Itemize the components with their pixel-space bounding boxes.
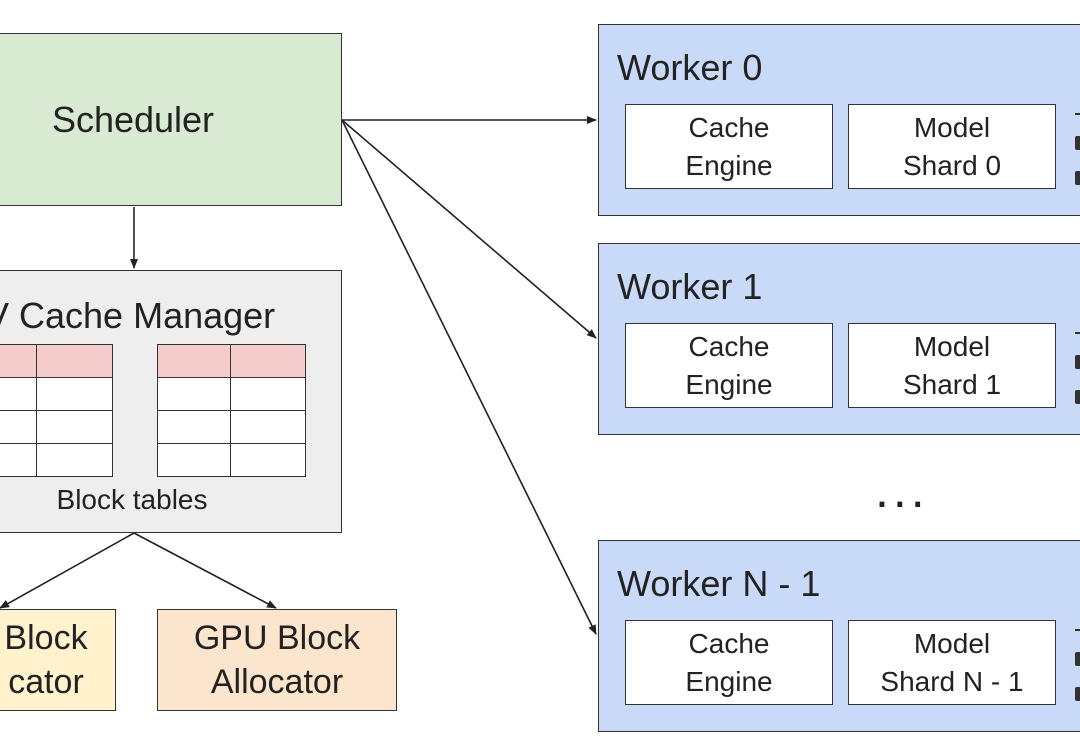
worker-box-n-minus-1: Worker N - 1 Cache Engine Model Shard N …: [598, 540, 1080, 732]
scheduler-label: Scheduler: [51, 98, 215, 140]
cpu-block-allocator-box: Block cator: [0, 609, 116, 711]
model-shard-line1: Model: [913, 111, 991, 143]
clipped-mark: [1075, 332, 1080, 334]
model-shard-box: Model Shard 0: [848, 104, 1056, 189]
clipped-mark: [1075, 171, 1080, 185]
model-shard-line2: Shard 1: [902, 368, 1002, 400]
cache-engine-box: Cache Engine: [625, 323, 833, 408]
model-shard-box: Model Shard 1: [848, 323, 1056, 408]
clipped-mark: [1075, 629, 1080, 631]
cache-engine-line1: Cache: [688, 330, 770, 362]
cache-engine-line1: Cache: [688, 627, 770, 659]
model-shard-box: Model Shard N - 1: [848, 620, 1056, 705]
worker-box-1: Worker 1 Cache Engine Model Shard 1: [598, 243, 1080, 435]
ellipsis: ...: [875, 462, 929, 518]
block-table-left: [0, 344, 113, 477]
model-shard-line1: Model: [913, 330, 991, 362]
cpu-allocator-line1: Block: [4, 619, 88, 657]
worker-box-0: Worker 0 Cache Engine Model Shard 0: [598, 24, 1080, 216]
cache-engine-line1: Cache: [688, 111, 770, 143]
block-table-right: [157, 344, 306, 477]
clipped-mark: [1075, 652, 1080, 666]
block-tables-caption: Block tables: [56, 484, 208, 515]
cpu-allocator-line2: cator: [8, 663, 84, 701]
gpu-block-allocator-box: GPU Block Allocator: [157, 609, 397, 711]
clipped-mark: [1075, 390, 1080, 404]
worker-title: Worker 0: [617, 47, 763, 88]
gpu-allocator-line1: GPU Block: [193, 619, 361, 657]
arrow-kv-to-gpu-allocator: [133, 532, 277, 609]
scheduler-box: Scheduler: [0, 33, 342, 206]
gpu-allocator-line2: Allocator: [210, 663, 344, 701]
kv-cache-manager-title: V Cache Manager: [0, 295, 276, 336]
arrow-scheduler-to-worker-n: [341, 119, 597, 635]
worker-title: Worker 1: [617, 266, 763, 307]
cache-engine-box: Cache Engine: [625, 620, 833, 705]
model-shard-line2: Shard N - 1: [880, 665, 1024, 697]
model-shard-line1: Model: [913, 627, 991, 659]
cache-engine-line2: Engine: [685, 368, 773, 400]
worker-title: Worker N - 1: [617, 563, 821, 604]
arrow-scheduler-to-worker-1: [341, 119, 597, 339]
clipped-mark: [1075, 355, 1080, 369]
cache-engine-line2: Engine: [685, 149, 773, 181]
cache-engine-box: Cache Engine: [625, 104, 833, 189]
cache-engine-line2: Engine: [685, 665, 773, 697]
clipped-mark: [1075, 113, 1080, 115]
model-shard-line2: Shard 0: [902, 149, 1002, 181]
clipped-mark: [1075, 136, 1080, 150]
arrow-kv-to-cpu-allocator: [0, 532, 135, 609]
clipped-mark: [1075, 687, 1080, 701]
